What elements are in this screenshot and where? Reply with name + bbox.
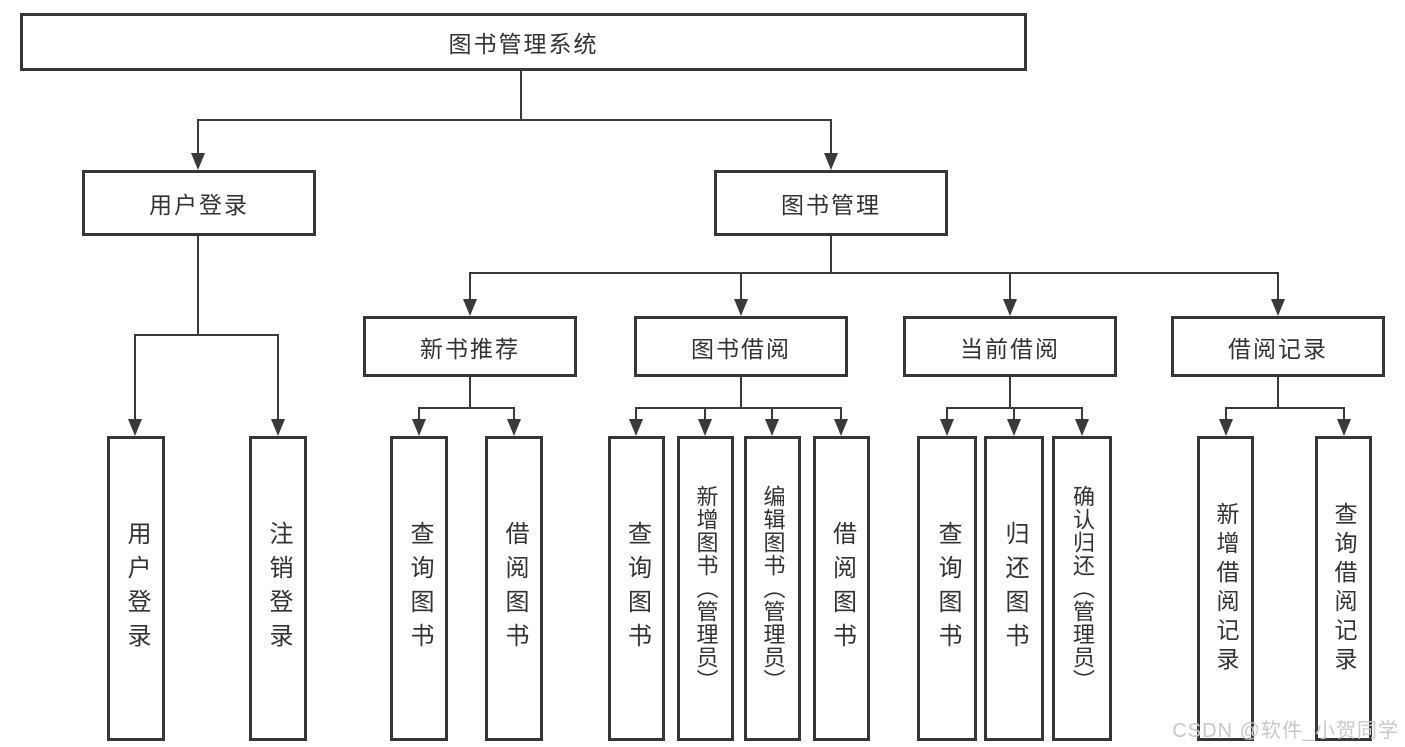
leaf-query-book-label: 查询图书 [934,520,961,657]
leaf-edit-book-admin-label: 编辑图书（管理员） [760,485,786,692]
connector-drop [134,334,136,422]
connector-login-stem [197,236,199,336]
leaf-logout: 注销登录 [249,436,307,741]
node-borrowing-records: 借阅记录 [1171,316,1385,377]
connector-drop [1081,407,1083,421]
connector-section-stem [740,377,742,409]
leaf-borrow-book-label: 借阅图书 [501,520,528,657]
connector-level2-hline [197,119,832,121]
connector-management-stem [830,236,832,274]
arrowhead-down-icon [940,419,954,436]
arrowhead-down-icon [698,419,712,436]
leaf-query-book-label: 查询图书 [623,520,651,657]
leaf-borrow-book: 借阅图书 [813,436,870,741]
leaf-edit-book-admin: 编辑图书（管理员） [744,436,801,741]
node-book-management: 图书管理 [714,170,948,236]
leaf-confirm-return-admin-label: 确认归还（管理员） [1070,485,1095,692]
connector-drop [1013,407,1015,421]
leaf-user-login-label: 用户登录 [123,520,150,657]
connector-section-stem [1277,377,1279,409]
leaf-query-book: 查询图书 [608,436,665,741]
connector-drop-login [197,119,199,155]
node-current-borrowing: 当前借阅 [903,316,1117,377]
leaf-query-book: 查询图书 [390,436,448,741]
connector-drop [1009,272,1011,300]
arrowhead-down-icon [824,153,838,170]
connector-section-stem [469,377,471,409]
node-book-borrowing-label: 图书借阅 [691,335,791,362]
leaf-query-book-label: 查询图书 [406,520,433,657]
arrowhead-down-icon [1219,419,1233,436]
node-book-management-label: 图书管理 [781,192,881,218]
node-root: 图书管理系统 [20,13,1027,71]
arrowhead-down-icon [412,419,426,436]
connector-level3-hline [469,272,1279,274]
leaf-query-book: 查询图书 [917,436,977,741]
connector-drop [277,334,279,422]
connector-drop [704,407,706,421]
node-user-login-label: 用户登录 [149,192,249,218]
connector-drop [513,407,515,421]
connector-drop [1277,272,1279,300]
node-current-borrowing-label: 当前借阅 [960,335,1060,362]
connector-drop [635,407,637,421]
arrowhead-down-icon [1271,299,1285,316]
node-new-book-recommend: 新书推荐 [363,316,577,377]
arrowhead-down-icon [1337,419,1351,436]
node-book-borrowing: 图书借阅 [634,316,848,377]
connector-section-hline [1225,407,1344,409]
node-borrowing-records-label: 借阅记录 [1228,335,1328,362]
node-root-label: 图书管理系统 [448,31,599,57]
leaf-query-borrow-record: 查询借阅记录 [1315,436,1372,741]
arrowhead-down-icon [191,153,205,170]
connector-login-hline [134,334,279,336]
arrowhead-down-icon [1075,419,1089,436]
connector-drop [740,272,742,300]
connector-section-hline [635,407,842,409]
connector-drop [469,272,471,300]
leaf-logout-label: 注销登录 [265,520,292,657]
arrowhead-down-icon [507,419,521,436]
leaf-add-book-admin-label: 新增图书（管理员） [693,485,719,692]
connector-section-stem [1009,377,1011,409]
leaf-borrow-book-label: 借阅图书 [828,520,856,657]
arrowhead-down-icon [834,419,848,436]
arrowhead-down-icon [629,419,643,436]
leaf-query-borrow-record-label: 查询借阅记录 [1331,501,1357,676]
arrowhead-down-icon [1003,299,1017,316]
arrowhead-down-icon [128,419,142,436]
leaf-confirm-return-admin: 确认归还（管理员） [1052,436,1112,741]
leaf-borrow-book: 借阅图书 [485,436,543,741]
connector-section-hline [418,407,515,409]
connector-drop [1225,407,1227,421]
connector-drop [946,407,948,421]
leaf-return-book: 归还图书 [984,436,1044,741]
connector-drop [840,407,842,421]
node-user-login: 用户登录 [82,170,316,236]
arrowhead-down-icon [463,299,477,316]
connector-drop-management [830,119,832,155]
arrowhead-down-icon [1007,419,1021,436]
leaf-add-borrow-record-label: 新增借阅记录 [1213,501,1239,676]
leaf-add-borrow-record: 新增借阅记录 [1197,436,1254,741]
leaf-add-book-admin: 新增图书（管理员） [677,436,734,741]
node-new-book-recommend-label: 新书推荐 [420,335,520,362]
leaf-return-book-label: 归还图书 [1001,520,1028,657]
arrowhead-down-icon [271,419,285,436]
leaf-user-login: 用户登录 [107,436,165,741]
connector-drop [418,407,420,421]
connector-root-stem [520,71,522,121]
connector-drop [1343,407,1345,421]
connector-drop [771,407,773,421]
arrowhead-down-icon [765,419,779,436]
csdn-watermark: CSDN @软件_小贺同学 [1172,720,1399,742]
arrowhead-down-icon [734,299,748,316]
